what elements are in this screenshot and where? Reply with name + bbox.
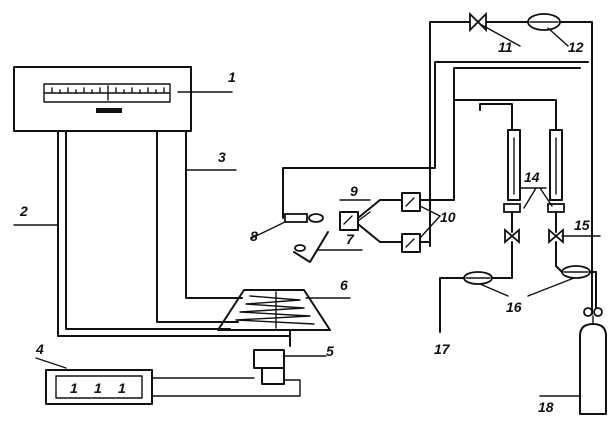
label-10: 10 (440, 209, 456, 225)
wire-3 (156, 130, 243, 323)
gas-cylinder-18 (579, 307, 607, 415)
label-2: 2 (19, 203, 28, 219)
recorder-scale-ticks (51, 85, 165, 101)
label-8: 8 (250, 228, 258, 244)
label-16: 16 (506, 299, 522, 315)
electrode-8 (282, 61, 589, 223)
flowmeter-right (453, 99, 565, 267)
label-6: 6 (340, 277, 348, 293)
label-11: 11 (498, 39, 513, 55)
label-4: 4 (35, 341, 44, 357)
recorder-pen-marker (96, 108, 122, 113)
leader-16a (479, 283, 509, 297)
flowmeter-left (479, 103, 521, 275)
leader-11 (479, 23, 521, 47)
wire-2 (57, 130, 291, 337)
boxes-10 (357, 67, 581, 253)
label-5: 5 (326, 343, 334, 359)
display-digit-3: 1 (118, 380, 126, 396)
furnace (217, 289, 331, 347)
leader-16b (527, 277, 575, 297)
label-1: 1 (228, 69, 236, 85)
label-12: 12 (568, 39, 584, 55)
label-17: 17 (434, 341, 451, 357)
valve-11 (469, 11, 487, 33)
top-gas-line (429, 21, 593, 315)
label-3: 3 (218, 149, 226, 165)
filter-16-right (555, 265, 597, 309)
electrode-7 (293, 231, 363, 263)
furnace-coil (235, 291, 315, 329)
label-18: 18 (538, 399, 554, 415)
leader-14c (539, 187, 553, 207)
digital-display: 1 1 1 (45, 369, 153, 405)
leader-14b (523, 187, 537, 209)
leader-4 (35, 357, 67, 369)
leader-8 (251, 221, 286, 239)
display-digit-2: 1 (94, 380, 102, 396)
leader-12 (547, 27, 569, 47)
label-7: 7 (346, 231, 355, 247)
regulator (253, 349, 327, 385)
filter-16-left (439, 271, 513, 333)
box-9 (339, 199, 371, 231)
filter-12 (527, 13, 561, 31)
wire-4-5 (151, 377, 301, 397)
recorder-instrument (13, 66, 192, 132)
display-digit-1: 1 (70, 380, 78, 396)
label-9: 9 (350, 183, 358, 199)
label-15: 15 (574, 217, 590, 233)
label-14: 14 (524, 169, 540, 185)
